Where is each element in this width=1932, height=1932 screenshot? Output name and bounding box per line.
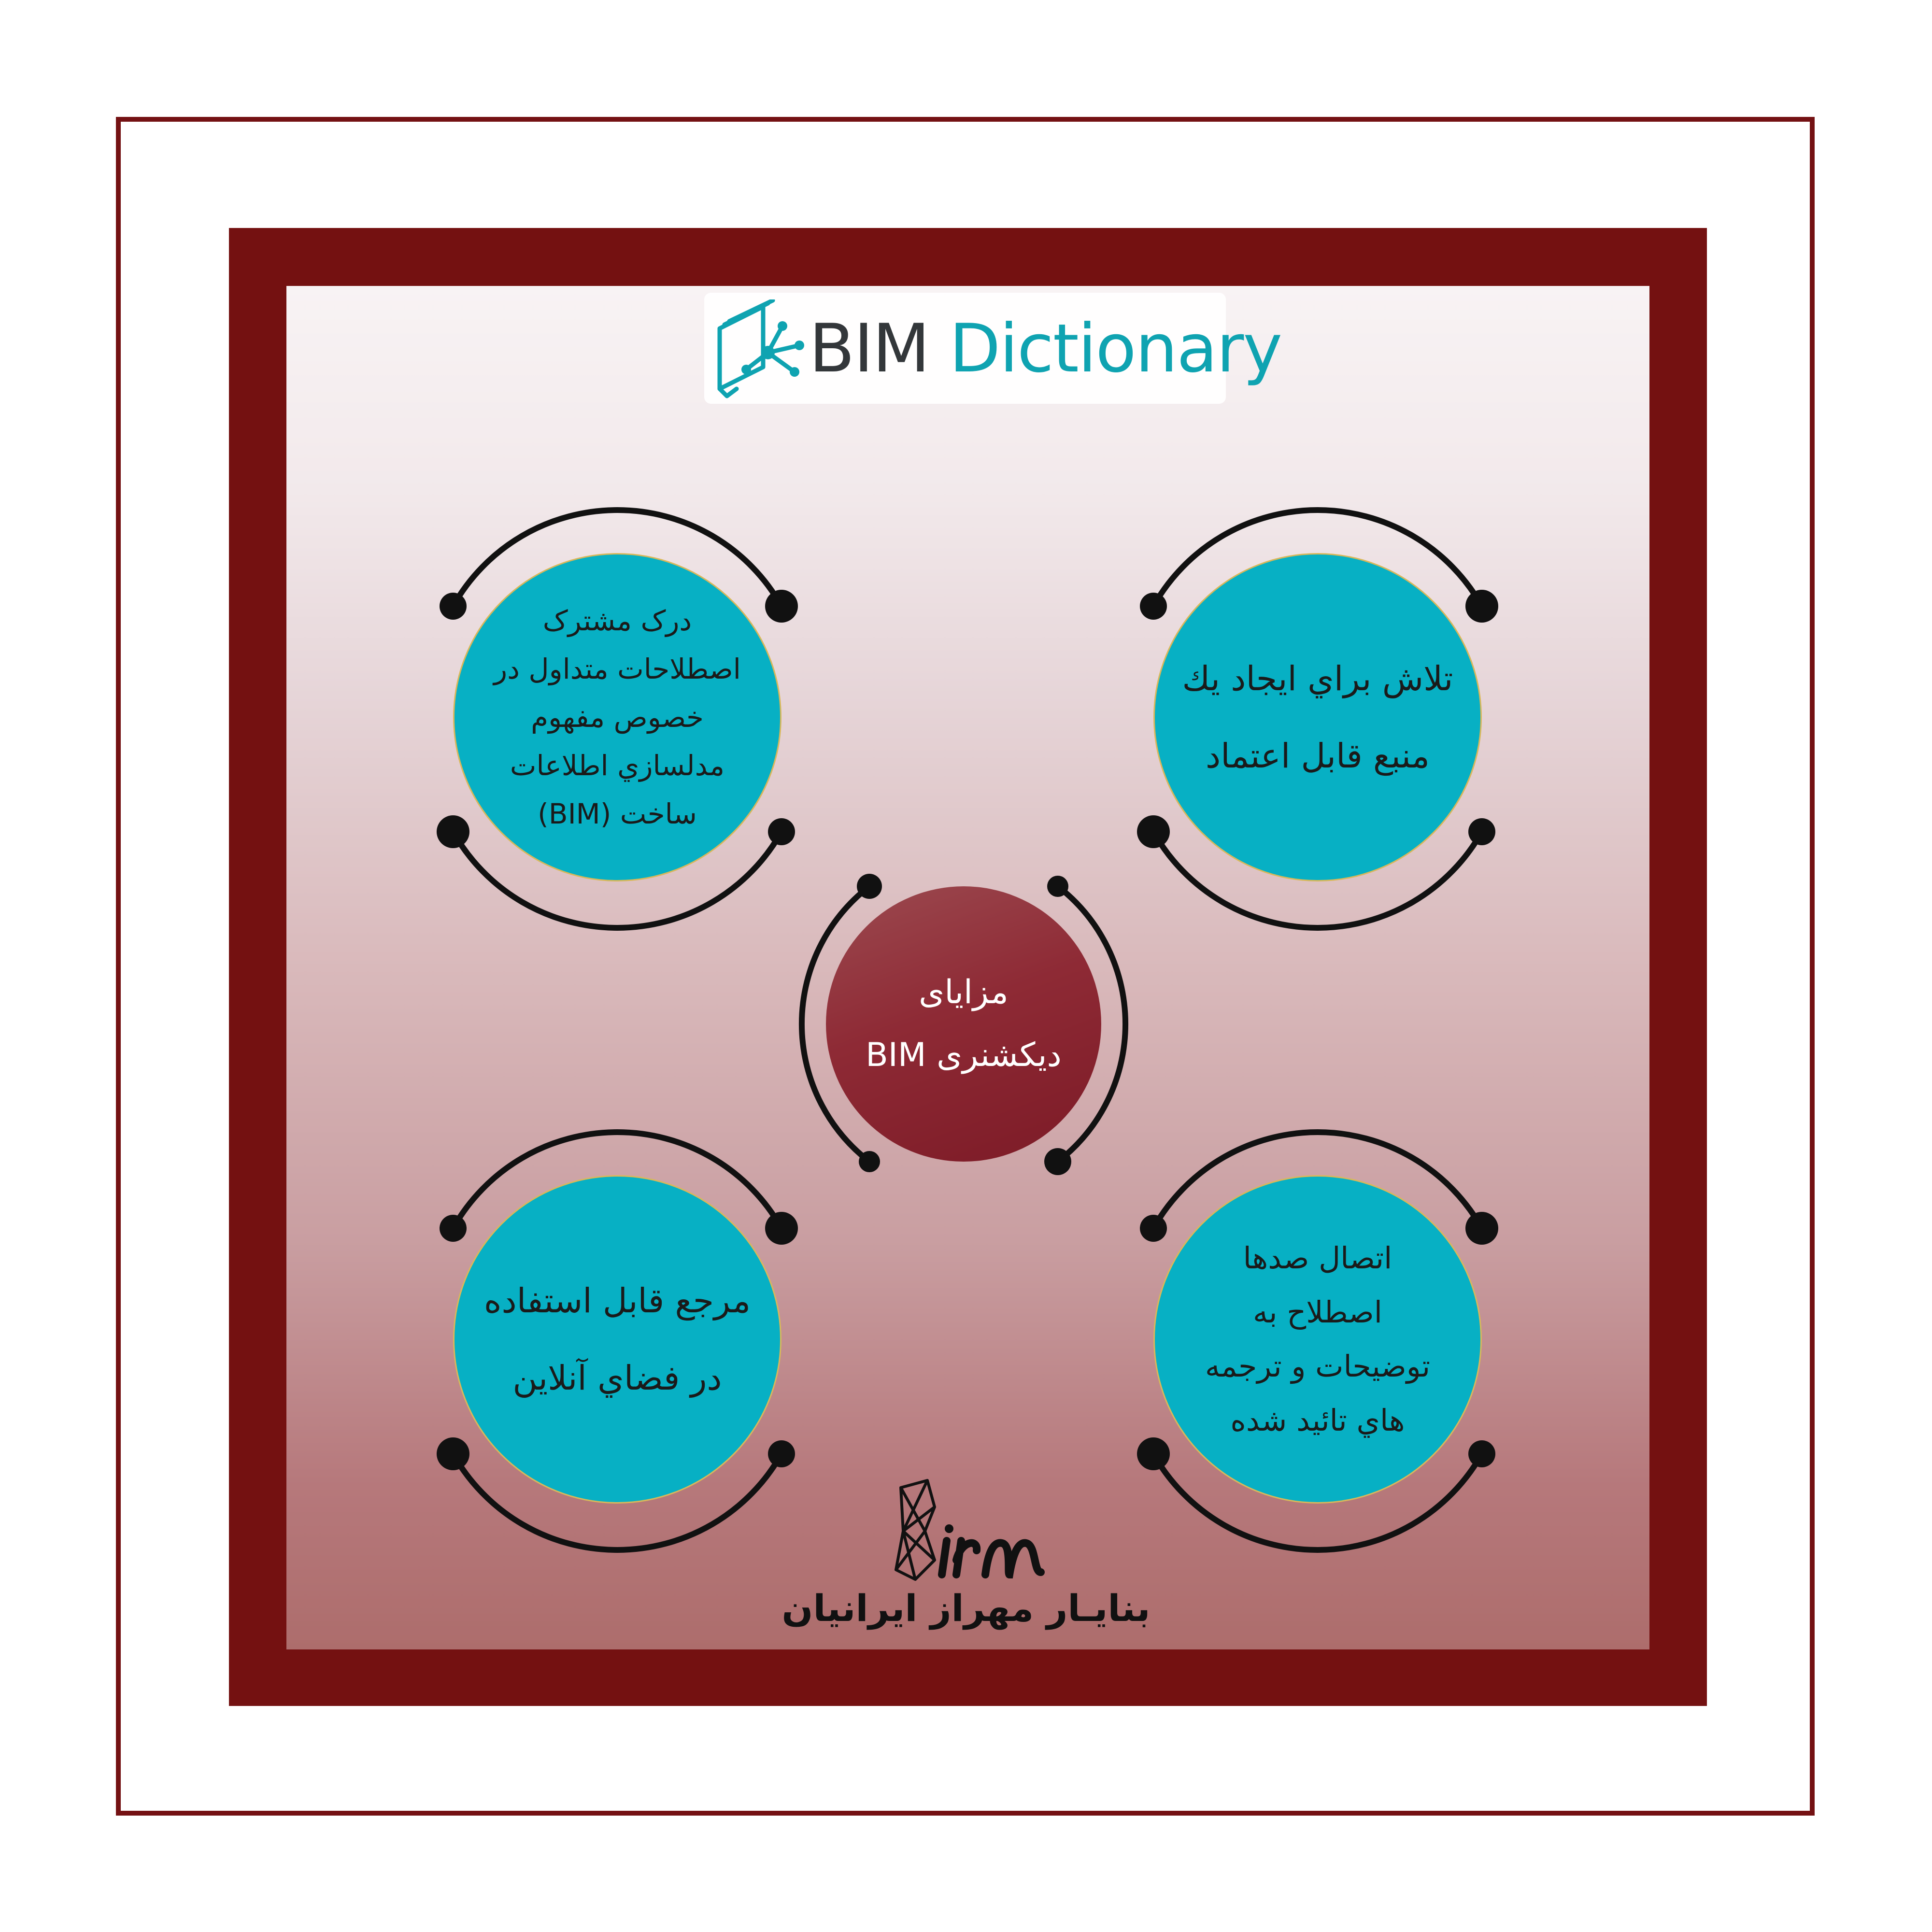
dot [768, 818, 795, 845]
dot [437, 815, 469, 848]
company-name: بنایـار مهراز ایرانیان [781, 1587, 1151, 1630]
benefit-text: اتصال صدها اصطلاح به توضيحات و ترجمه هاي… [1205, 1240, 1431, 1438]
dot [765, 590, 798, 623]
arc-tl-bottom [450, 829, 784, 931]
book-network-icon [717, 299, 804, 398]
brand-part-dictionary: Dictionary [949, 310, 1282, 387]
arc-br-bottom [1151, 1451, 1485, 1553]
dot [765, 1212, 798, 1245]
dot [1047, 876, 1068, 897]
outer-frame [116, 117, 1815, 1816]
brand-name: BIM Dictionary [809, 310, 1282, 387]
bim-crystal-logo-icon [895, 1479, 1045, 1581]
benefit-circle-bottom-left: مرجع قابل استفاده در فضاي آنلاين [453, 1175, 781, 1504]
benefit-circle-bottom-right: اتصال صدها اصطلاح به توضيحات و ترجمه هاي… [1153, 1175, 1482, 1504]
dot [1465, 1212, 1498, 1245]
arc-tl-top [450, 507, 784, 609]
benefit-text: درک مشترک اصطلاحات متداول در خصوص مفهوم … [494, 604, 741, 830]
dot [440, 593, 467, 620]
dot [1137, 815, 1170, 848]
brand-part-bim: BIM [809, 310, 930, 387]
dot [1044, 1148, 1071, 1175]
arc-bl-top [450, 1129, 784, 1231]
arc-center-right [1055, 883, 1129, 1165]
dot [1137, 1437, 1170, 1470]
dot [857, 874, 882, 899]
arc-center-left [798, 883, 872, 1165]
dot [1140, 1215, 1167, 1242]
dot [437, 1437, 469, 1470]
dot [768, 1440, 795, 1467]
benefit-circle-top-left: درک مشترک اصطلاحات متداول در خصوص مفهوم … [453, 553, 781, 881]
benefit-text: مرجع قابل استفاده در فضاي آنلاين [483, 1281, 751, 1398]
benefit-circle-top-right: تلاش براي ايجاد يك منبع قابل اعتماد [1153, 553, 1482, 881]
dot [440, 1215, 467, 1242]
dot [1465, 590, 1498, 623]
dot [1468, 818, 1495, 845]
dot [1468, 1440, 1495, 1467]
dot [859, 1151, 880, 1172]
dot [1140, 593, 1167, 620]
arc-br-top [1151, 1129, 1485, 1231]
center-title: مزایای دیکشنری BIM [866, 973, 1062, 1074]
arc-tr-bottom [1151, 829, 1485, 931]
center-circle: مزایای دیکشنری BIM [826, 886, 1101, 1162]
benefit-text: تلاش براي ايجاد يك منبع قابل اعتماد [1182, 659, 1453, 776]
arc-tr-top [1151, 507, 1485, 609]
arc-bl-bottom [450, 1451, 784, 1553]
